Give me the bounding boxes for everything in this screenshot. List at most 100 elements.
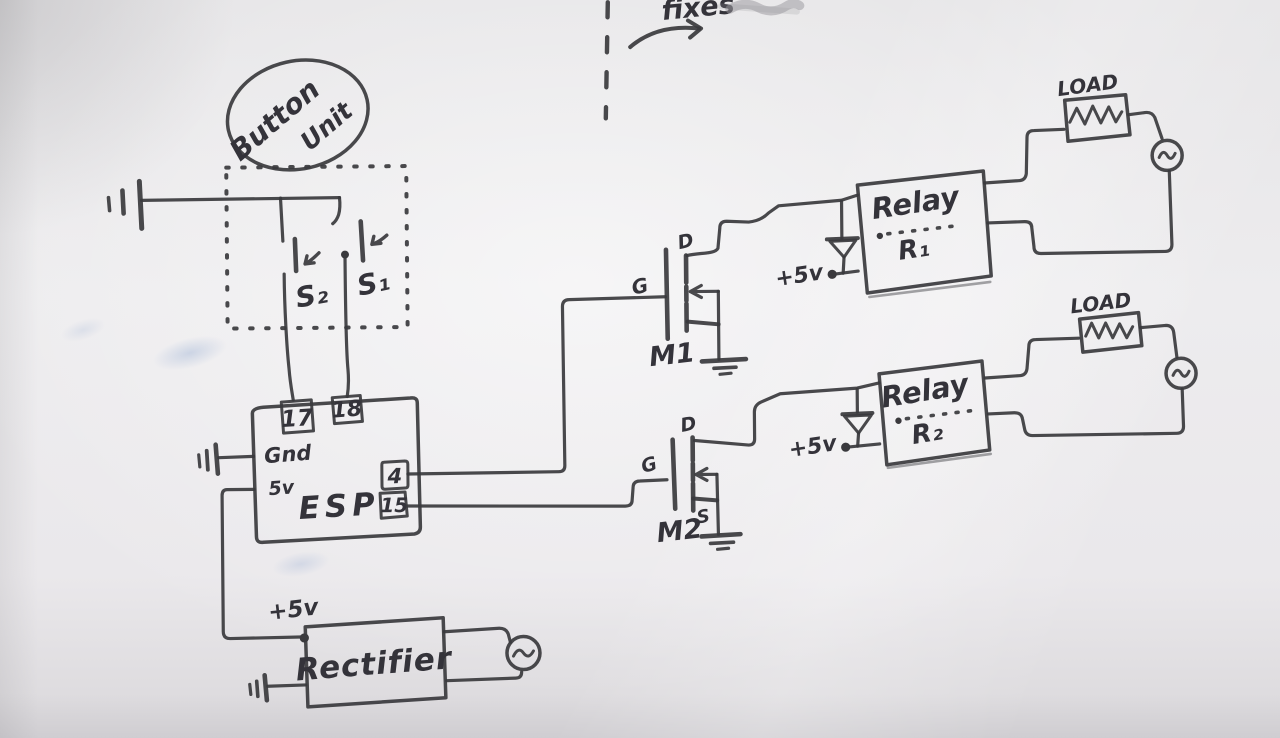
esp-chip: 17 18 4 15 Gnd 5v ESP [250, 393, 423, 545]
wire-ac2-return-to-relay2 [986, 387, 1186, 438]
ground-symbol-m2 [699, 531, 743, 551]
ground-symbol-m1 [699, 356, 749, 376]
relay1-contact-dotted-line [886, 223, 964, 236]
r2-supply-label: +5v [787, 431, 839, 463]
s2-press-arrow-icon [303, 251, 321, 266]
ac-source-1 [1150, 138, 1184, 173]
wire-ground-to-switches [139, 196, 342, 202]
mosfet-m2: G D S M2 [639, 412, 743, 551]
m2-source-label: S [695, 506, 712, 529]
button-unit-dotted-boundary [224, 164, 410, 331]
ground-symbol-rectifier [248, 672, 270, 703]
relay1-name: R₁ [896, 233, 932, 267]
wire-m1-drain-to-relay1 [685, 193, 860, 258]
rectifier-box [303, 615, 448, 709]
s1-actuator-bar [358, 219, 366, 263]
wire-gnd-to-rectifier [266, 683, 308, 688]
m2-name: M2 [655, 513, 704, 549]
s2-bottom-lead [282, 272, 295, 402]
esp-pin18-box [330, 393, 364, 426]
s2-label: S₂ [293, 276, 332, 314]
wire-5v-to-relay2 [845, 442, 882, 449]
s1-label: S₁ [354, 263, 393, 302]
wire-rectifier-to-ac3-top [442, 626, 512, 644]
m2-gate-label: G [639, 452, 660, 478]
wire-esp5v-to-rectifier [220, 487, 302, 641]
m1-drain-label: D [676, 229, 696, 254]
relay-r2: +5v Relay R₂ [787, 359, 993, 470]
load1-box [1062, 93, 1132, 144]
load2-resistor-zigzag [1084, 321, 1135, 340]
m1-channel [683, 253, 689, 333]
relay2-contact-dotted-line [904, 408, 979, 421]
s1-top-lead [331, 196, 342, 226]
esp-pin17-box [279, 398, 316, 435]
esp-pin17-label: 17 [280, 405, 314, 433]
rectifier-label: Rectifier [294, 640, 454, 688]
wire-gnd-to-esp [217, 454, 256, 460]
rectifier-supply-label: +5v [267, 594, 321, 626]
esp-pin18-label: 18 [331, 396, 363, 423]
esp-pin15-box [378, 490, 409, 520]
relay1-box [855, 169, 993, 295]
m2-gate-bar [670, 437, 678, 511]
m2-source-rail [715, 472, 721, 536]
wire-m2-drain-to-relay2 [693, 381, 881, 447]
relay1-title: Relay [869, 179, 962, 226]
esp-title: ESP [298, 486, 381, 527]
wire-relay1-to-load1 [982, 127, 1066, 185]
wire-relay2-to-load2 [983, 336, 1081, 380]
ac1-tilde-icon [1157, 150, 1177, 160]
relay-r1: +5v Relay R₁ [774, 169, 993, 299]
relay2-box [877, 359, 992, 467]
m1-body-bar [685, 319, 721, 327]
wire-ac1-return-to-relay1 [986, 169, 1174, 256]
r1-supply-label: +5v [774, 260, 826, 292]
esp-gnd-label: Gnd [263, 441, 313, 469]
switch-s2: S₂ [278, 196, 332, 402]
erased-word-scribble [725, 0, 805, 16]
wire-pin15-to-m2-gate [405, 478, 669, 508]
m2-source-arrow-icon [694, 466, 719, 483]
esp-5v-label: 5v [268, 476, 296, 500]
flyback-diode-r1 [824, 199, 860, 275]
s2-top-lead [278, 196, 285, 243]
esp-pin4-label: 4 [387, 464, 403, 488]
m1-source-rail [716, 289, 721, 361]
wire-rectifier-to-ac3-bottom [445, 670, 524, 683]
wire-load1-to-ac1 [1127, 110, 1164, 141]
button-unit-bubble: Button Unit [223, 58, 370, 172]
mosfet-m1: G D M1 [629, 229, 749, 376]
ac2-tilde-icon [1171, 368, 1191, 378]
load2-box [1077, 310, 1144, 354]
m2-drain-label: D [679, 412, 699, 437]
curved-arrow-icon [628, 25, 702, 50]
top-dashed-separator [603, 0, 610, 121]
wire-load2-to-ac2 [1139, 323, 1179, 359]
load-circuit-1: LOAD [982, 69, 1184, 256]
load-circuit-2: LOAD [983, 288, 1198, 438]
m1-gate-label: G [629, 273, 650, 300]
wire-5v-to-relay1 [831, 269, 860, 276]
ground-symbol-esp [197, 442, 221, 476]
m1-source-arrow-icon [688, 283, 720, 300]
top-arrow-annotation: fixes [628, 0, 805, 50]
esp-pin15-label: 15 [380, 493, 408, 517]
esp-body [250, 396, 423, 545]
rectifier-unit: +5v Rectifier [248, 594, 542, 709]
ac-source-3 [505, 634, 542, 672]
s1-bottom-lead [343, 253, 351, 399]
wire-pin4-to-m1-gate [406, 295, 667, 476]
m1-gate-bar [663, 247, 671, 342]
m2-body-bar [691, 496, 720, 503]
flyback-diode-r2 [840, 387, 875, 448]
load1-resistor-zigzag [1068, 104, 1124, 126]
ground-symbol-left [106, 178, 145, 231]
esp-pin4-box [380, 459, 410, 491]
s2-actuator-bar [292, 236, 299, 274]
relay2-name: R₂ [909, 416, 946, 451]
m1-name: M1 [648, 337, 697, 373]
ac3-tilde-icon [512, 648, 535, 658]
